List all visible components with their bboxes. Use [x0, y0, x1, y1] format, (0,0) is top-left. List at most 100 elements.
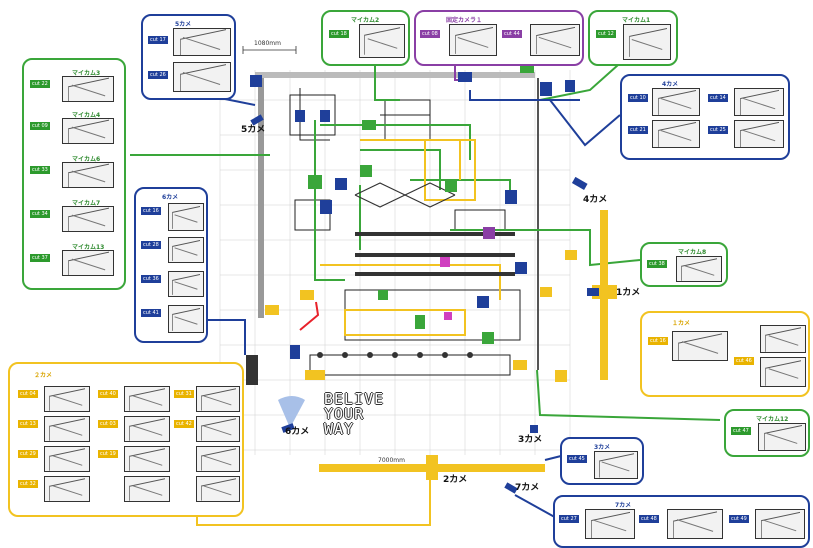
storyboard-thumbnail	[168, 203, 204, 231]
box-title: 固定カメラ１	[446, 17, 483, 24]
box-title: マイカム2	[351, 17, 380, 24]
storyboard-thumbnail	[44, 446, 90, 472]
storyboard-thumbnail	[594, 451, 638, 479]
top-dimension-label: 1080mm	[254, 40, 281, 47]
cut-tag: cut 17	[148, 36, 168, 44]
mycam-left-group-box: マイカム3 cut 22 マイカム4 cut 09 マイカム6 cut 33 マ…	[22, 58, 126, 290]
cut-tag: cut 46	[734, 357, 754, 365]
cut-tag: cut 31	[174, 390, 194, 398]
mycam-2-box: マイカム2 cut 18	[321, 10, 410, 66]
cut-tag: cut 09	[30, 122, 50, 130]
storyboard-thumbnail	[124, 386, 170, 412]
cut-tag: cut 14	[708, 94, 728, 102]
cut-tag: cut 28	[141, 241, 161, 249]
believe-your-way-text: BELIVE YOUR WAY	[324, 392, 384, 437]
cut-tag: cut 19	[98, 450, 118, 458]
mycam-8-box: マイカム8 cut 38	[640, 242, 728, 287]
bottom-dimension-label: 7000mm	[378, 457, 405, 464]
magenta-marker	[444, 312, 452, 320]
magenta-marker	[440, 257, 450, 267]
storyboard-thumbnail	[196, 416, 240, 442]
mycam-1-box: マイカム1 cut 12	[588, 10, 678, 66]
box-title: 7カメ	[615, 502, 632, 509]
cut-tag: cut 34	[30, 210, 50, 218]
fixed-camera-1-box: 固定カメラ１ cut 08 cut 44	[414, 10, 584, 66]
camera-1-box: １カメ cut 16 cut 46	[640, 311, 810, 397]
equipment-rack	[246, 355, 258, 385]
storyboard-thumbnail	[124, 416, 170, 442]
box-title: マイカム8	[678, 249, 707, 256]
camera-5-box: 5カメ cut 17 cut 26	[141, 14, 236, 100]
storyboard-thumbnail	[760, 357, 806, 387]
storyboard-thumbnail	[760, 325, 806, 353]
cut-tag: cut 44	[502, 30, 522, 38]
cut-tag: cut 26	[148, 71, 168, 79]
camera-label-5: 5カメ	[241, 125, 266, 135]
cut-tag: cut 41	[141, 309, 161, 317]
camera-label-3: 3カメ	[518, 435, 543, 445]
cut-tag: cut 49	[729, 515, 749, 523]
cut-tag: cut 29	[18, 450, 38, 458]
storyboard-thumbnail	[585, 509, 635, 539]
equipment-tags	[250, 63, 577, 382]
cut-tag: cut 04	[18, 390, 38, 398]
storyboard-thumbnail	[62, 250, 114, 276]
storyboard-thumbnail	[672, 331, 728, 361]
camera-3-box: 3カメ cut 45	[560, 437, 644, 485]
cut-tag: cut 21	[628, 126, 648, 134]
left-truss	[258, 78, 264, 318]
mycam-12-box: マイカム12 cut 47	[724, 409, 810, 457]
cut-tag: cut 42	[174, 420, 194, 428]
camera-4-box: 4カメ cut 10 cut 21 cut 14 cut 25	[620, 74, 790, 160]
storyboard-thumbnail	[667, 509, 723, 539]
camera-label-4: 4カメ	[583, 195, 608, 205]
storyboard-thumbnail	[168, 271, 204, 297]
cut-tag: cut 32	[18, 480, 38, 488]
storyboard-thumbnail	[44, 416, 90, 442]
camera-6-box: 6カメ cut 16 cut 28 cut 36 cut 41	[134, 187, 208, 343]
box-title: マイカム6	[72, 156, 101, 163]
cut-tag: cut 13	[18, 420, 38, 428]
storyboard-thumbnail	[734, 120, 784, 148]
cut-tag: cut 40	[98, 390, 118, 398]
cut-tag: cut 27	[559, 515, 579, 523]
camera-7-box: 7カメ cut 27 cut 48 cut 49	[553, 495, 810, 548]
storyboard-thumbnail	[196, 446, 240, 472]
box-title: マイカム13	[72, 244, 105, 251]
storyboard-thumbnail	[652, 120, 700, 148]
cut-tag: cut 45	[567, 455, 587, 463]
light-rows	[317, 232, 515, 358]
storyboard-thumbnail	[62, 206, 114, 232]
cut-tag: cut 22	[30, 80, 50, 88]
box-title: 4カメ	[662, 81, 679, 88]
storyboard-thumbnail	[449, 24, 497, 56]
box-title: マイカム1	[622, 17, 651, 24]
cut-tag: cut 18	[329, 30, 349, 38]
believe-line-2: YOUR	[324, 405, 365, 423]
cut-tag: cut 37	[30, 254, 50, 262]
cut-tag: cut 33	[30, 166, 50, 174]
box-title: マイカム4	[72, 112, 101, 119]
believe-line-3: WAY	[324, 420, 355, 438]
camera-label-7: 7カメ	[515, 483, 540, 493]
storyboard-thumbnail	[168, 237, 204, 263]
box-title: マイカム3	[72, 70, 101, 77]
storyboard-thumbnail	[62, 162, 114, 188]
diamond-lattice	[354, 182, 456, 208]
cut-tag: cut 47	[731, 427, 751, 435]
storyboard-thumbnail	[168, 305, 204, 333]
red-arrow	[299, 301, 320, 331]
cut-tag: cut 25	[708, 126, 728, 134]
cut-tag: cut 16	[141, 207, 161, 215]
storyboard-thumbnail	[196, 386, 240, 412]
storyboard-thumbnail	[173, 28, 231, 56]
storyboard-thumbnail	[359, 24, 405, 58]
storyboard-thumbnail	[124, 476, 170, 502]
storyboard-thumbnail	[62, 118, 114, 144]
box-title: １カメ	[672, 320, 691, 327]
camera-fov	[278, 396, 305, 428]
storyboard-thumbnail	[652, 88, 700, 116]
box-title: マイカム12	[756, 416, 789, 423]
storyboard-thumbnail	[44, 476, 90, 502]
